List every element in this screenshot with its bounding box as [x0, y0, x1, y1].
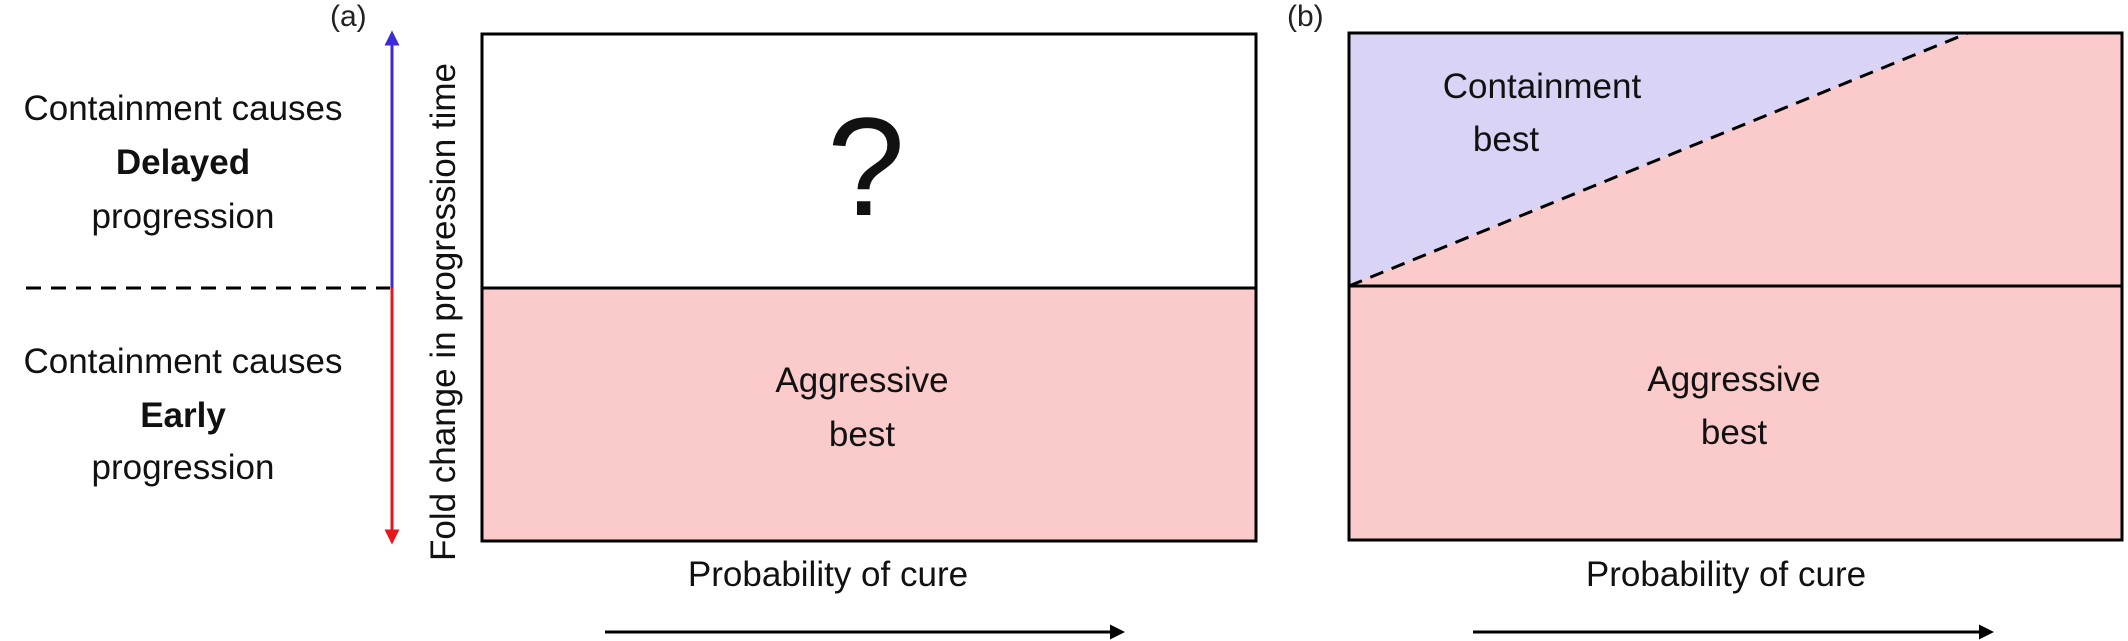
- x-axis-label-b: Probability of cure: [1586, 555, 1866, 594]
- early-line1: Containment causes: [23, 342, 342, 381]
- x-axis-label-a: Probability of cure: [688, 555, 968, 594]
- delayed-line2: Delayed: [116, 143, 250, 182]
- delayed-line1: Containment causes: [23, 89, 342, 128]
- containment-label: Containment: [1443, 67, 1642, 106]
- panel-a-label: (a): [330, 0, 367, 33]
- panel-b-label: (b): [1287, 0, 1324, 33]
- aggressive-label-b: Aggressive: [1647, 360, 1820, 399]
- early-line2: Early: [140, 396, 226, 435]
- y-axis-label: Fold change in progression time: [424, 63, 463, 561]
- aggressive-label-a: Aggressive: [775, 361, 948, 400]
- boundary-dashed-line: [1348, 31, 1969, 288]
- lower-region-aggressive-b: [1347, 284, 2124, 542]
- question-mark: ?: [827, 88, 905, 245]
- best-label-a: best: [829, 415, 895, 454]
- upper-region-unknown: [480, 32, 1258, 290]
- best-label-b: best: [1701, 413, 1767, 452]
- delayed-line3: progression: [92, 197, 275, 236]
- containment-best-label: best: [1473, 120, 1539, 159]
- early-line3: progression: [92, 448, 275, 487]
- panel-b: (b) Containment best Aggressive best Pro…: [1287, 0, 2124, 640]
- lower-region-aggressive: [480, 286, 1258, 543]
- panel-a: (a) Containment causes Delayed progressi…: [23, 0, 1258, 640]
